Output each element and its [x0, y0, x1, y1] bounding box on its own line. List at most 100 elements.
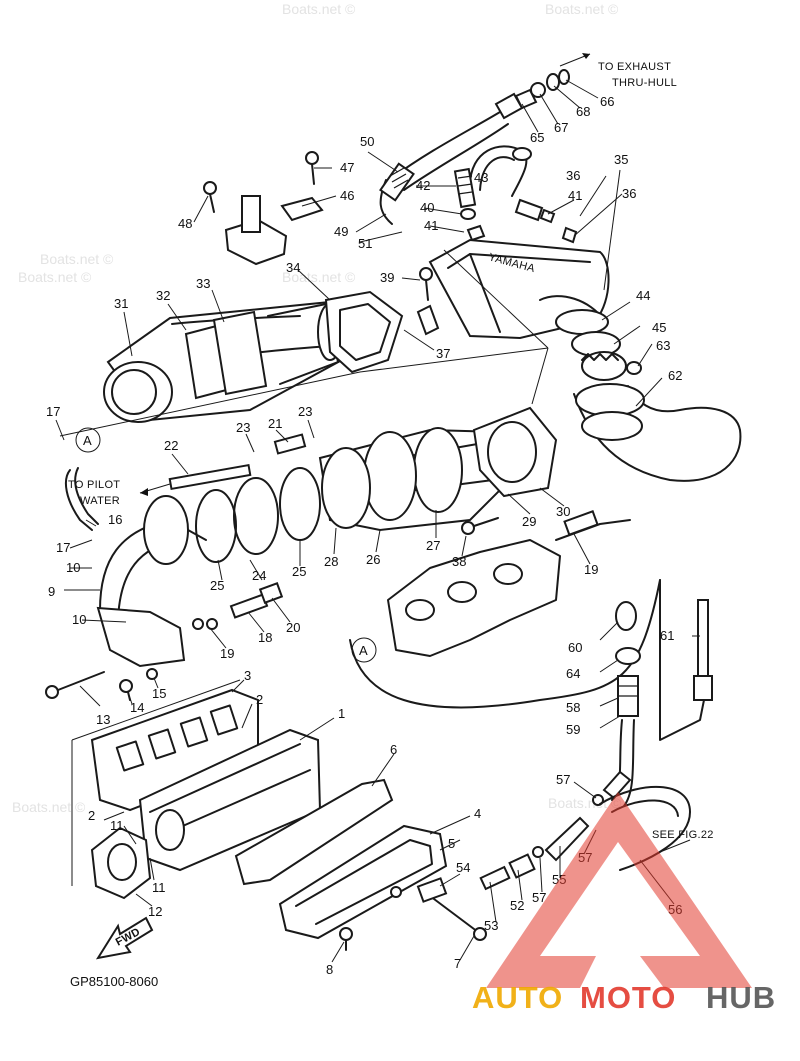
callout-25: 25	[292, 564, 306, 579]
callout-18: 18	[258, 630, 272, 645]
callout-50: 50	[360, 134, 374, 149]
callout-48: 48	[178, 216, 192, 231]
callout-23: 23	[298, 404, 312, 419]
logo-triangle-mark	[486, 792, 752, 988]
watermark: Boats.net ©	[40, 251, 114, 267]
watermark: Boats.net ©	[12, 799, 86, 815]
callout-19: 19	[584, 562, 598, 577]
callout-14: 14	[130, 700, 144, 715]
callout-8: 8	[326, 962, 333, 977]
callout-58: 58	[566, 700, 580, 715]
callout-44: 44	[636, 288, 650, 303]
callout-19: 19	[220, 646, 234, 661]
callout-1: 1	[338, 706, 345, 721]
callout-7: 7	[454, 956, 461, 971]
right-fittings	[611, 579, 713, 807]
automotohub-logo: AUTO MOTO HUB	[472, 792, 776, 1015]
callout-57: 57	[532, 890, 546, 905]
ref-a-marker: A	[359, 643, 368, 658]
callout-36: 36	[566, 168, 580, 183]
to-exhaust-line1: TO EXHAUST	[598, 61, 671, 73]
see-fig-note: SEE FIG.22	[652, 829, 714, 841]
elbow-pipe	[45, 433, 307, 701]
callout-45: 45	[652, 320, 666, 335]
callout-9: 9	[48, 584, 55, 599]
callout-10: 10	[66, 560, 80, 575]
callout-20: 20	[286, 620, 300, 635]
callout-36: 36	[622, 186, 636, 201]
callout-52: 52	[510, 898, 524, 913]
callout-43: 43	[474, 170, 488, 185]
callout-11: 11	[110, 818, 124, 833]
exhaust-manifold	[90, 688, 691, 951]
callout-59: 59	[566, 722, 580, 737]
callout-4: 4	[474, 806, 481, 821]
callout-13: 13	[96, 712, 110, 727]
callout-40: 40	[420, 200, 434, 215]
callout-15: 15	[152, 686, 166, 701]
callout-41: 41	[568, 188, 582, 203]
to-pilot-line2: WATER	[80, 495, 120, 507]
callout-35: 35	[614, 152, 628, 167]
callout-39: 39	[380, 270, 394, 285]
to-pilot-line1: TO PILOT	[68, 479, 120, 491]
watermarks: Boats.net © Boats.net © Boats.net © Boat…	[12, 1, 622, 815]
exhaust-pipe-middle	[195, 406, 558, 563]
fwd-arrow-icon: FWD	[95, 916, 154, 960]
callout-51: 51	[358, 236, 372, 251]
callout-12: 12	[148, 904, 162, 919]
callout-60: 60	[568, 640, 582, 655]
callout-5: 5	[448, 836, 455, 851]
callout-30: 30	[556, 504, 570, 519]
logo-text-auto: AUTO	[472, 980, 563, 1015]
callout-6: 6	[390, 742, 397, 757]
callout-10: 10	[72, 612, 86, 627]
callout-66: 66	[600, 94, 614, 109]
callout-54: 54	[456, 860, 470, 875]
callout-11: 11	[152, 880, 166, 895]
callout-61: 61	[660, 628, 674, 643]
leader-lines	[55, 79, 700, 963]
callout-22: 22	[164, 438, 178, 453]
callout-47: 47	[340, 160, 354, 175]
muffler-assembly: YAMAHA	[379, 69, 742, 482]
callout-31: 31	[114, 296, 128, 311]
callout-2: 2	[256, 692, 263, 707]
callout-65: 65	[530, 130, 544, 145]
callout-57: 57	[556, 772, 570, 787]
cylinder-head-outline	[349, 510, 661, 709]
callout-33: 33	[196, 276, 210, 291]
callout-25: 25	[210, 578, 224, 593]
callout-62: 62	[668, 368, 682, 383]
callout-32: 32	[156, 288, 170, 303]
callout-17: 17	[46, 404, 60, 419]
logo-text-hub: HUB	[706, 980, 776, 1015]
callout-26: 26	[366, 552, 380, 567]
callout-3: 3	[244, 668, 251, 683]
callout-17: 17	[56, 540, 70, 555]
diagram-code: GP85100-8060	[70, 974, 158, 989]
callout-27: 27	[426, 538, 440, 553]
callout-29: 29	[522, 514, 536, 529]
watermark: Boats.net ©	[282, 1, 356, 17]
callout-42: 42	[416, 178, 430, 193]
callout-37: 37	[436, 346, 450, 361]
callout-28: 28	[324, 554, 338, 569]
watermark: Boats.net ©	[545, 1, 619, 17]
callout-53: 53	[484, 918, 498, 933]
ref-a-marker: A	[83, 433, 92, 448]
callout-numbers: 1 2 2 3 4 5 6 7 8 9 10 10 11 11 12 13 14…	[46, 94, 682, 977]
callout-23: 23	[236, 420, 250, 435]
callout-41: 41	[424, 218, 438, 233]
notes: TO EXHAUST THRU-HULL TO PILOT WATER SEE …	[68, 53, 714, 989]
to-exhaust-line2: THRU-HULL	[612, 77, 677, 89]
callout-46: 46	[340, 188, 354, 203]
callout-63: 63	[656, 338, 670, 353]
logo-text-moto: MOTO	[580, 980, 676, 1015]
exhaust-pipe-upper	[59, 290, 549, 437]
callout-68: 68	[576, 104, 590, 119]
callout-38: 38	[452, 554, 466, 569]
callout-24: 24	[252, 568, 266, 583]
callout-67: 67	[554, 120, 568, 135]
